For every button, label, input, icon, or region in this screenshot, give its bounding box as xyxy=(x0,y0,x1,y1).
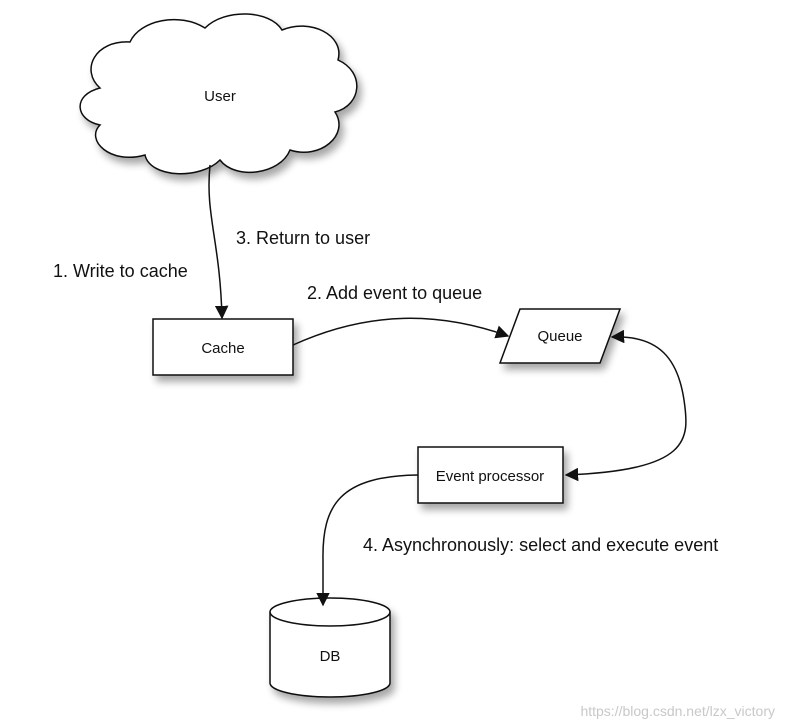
user-node-label: User xyxy=(204,88,236,105)
label-write-to-cache: 1. Write to cache xyxy=(53,261,188,281)
edge-cache-to-queue xyxy=(292,317,510,346)
cache-node: Cache xyxy=(152,318,294,376)
cache-node-label: Cache xyxy=(201,340,244,357)
queue-node-label: Queue xyxy=(537,328,582,345)
label-return-to-user: 3. Return to user xyxy=(236,228,370,248)
label-add-event-to-queue: 2. Add event to queue xyxy=(307,283,482,303)
db-node-label: DB xyxy=(320,648,341,665)
db-node: DB xyxy=(269,597,391,698)
queue-node: Queue xyxy=(498,308,622,364)
user-cloud-node: User xyxy=(79,13,358,175)
edge-processor-to-db xyxy=(316,474,419,607)
edge-processor-to-queue xyxy=(564,329,687,482)
edge-user-to-cache xyxy=(208,164,229,320)
watermark-text: https://blog.csdn.net/lzx_victory xyxy=(580,703,775,719)
event-processor-node: Event processor xyxy=(417,446,564,504)
label-async-execute: 4. Asynchronously: select and execute ev… xyxy=(363,535,718,555)
event-processor-node-label: Event processor xyxy=(436,468,544,485)
